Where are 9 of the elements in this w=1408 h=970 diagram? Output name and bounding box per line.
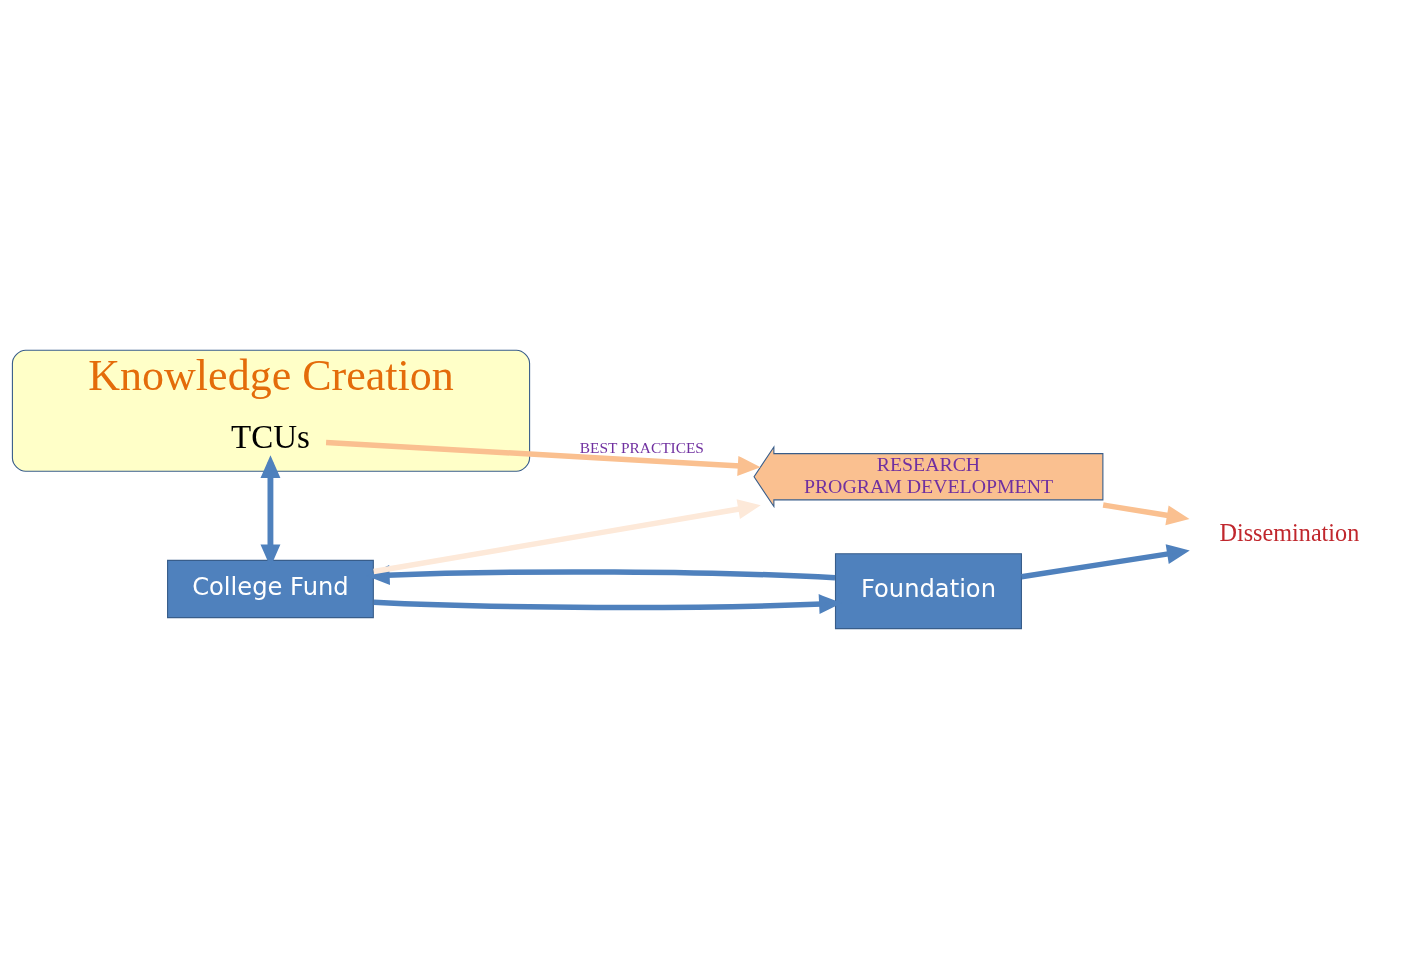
node-box: College Fund [167, 559, 374, 619]
edge-label: BEST PRACTICES [579, 438, 704, 456]
node-text: TCUs [231, 418, 310, 455]
arrow [1021, 544, 1190, 580]
arrow [1102, 502, 1190, 526]
node-box: Foundation [834, 553, 1022, 630]
node-text: Dissemination [1219, 519, 1360, 547]
arrow [325, 439, 761, 476]
arrow [373, 499, 761, 575]
